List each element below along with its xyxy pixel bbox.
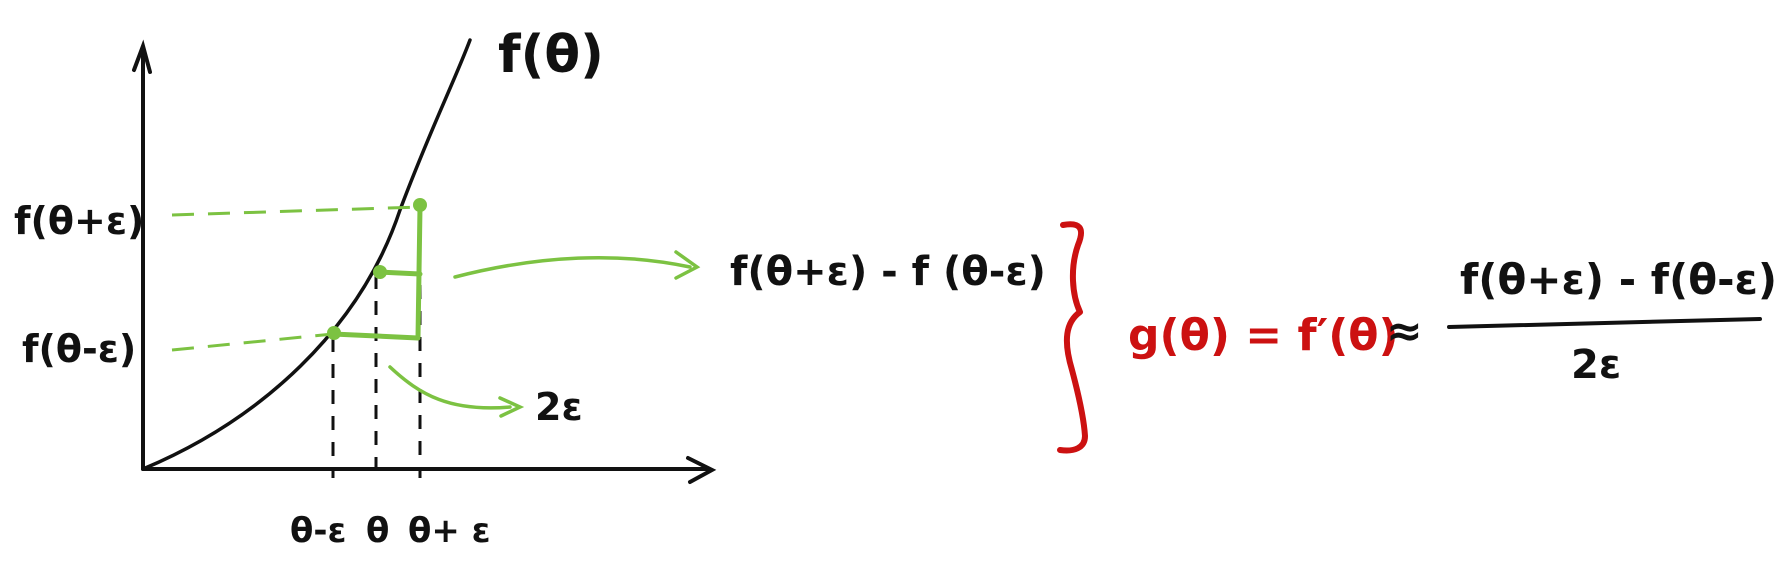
rise-label: f(θ+ε) - f (θ-ε) bbox=[730, 249, 1046, 295]
derivative-expression: g(θ) = f′(θ) bbox=[1128, 310, 1399, 361]
pointer-arrows bbox=[388, 250, 701, 418]
y-label-lower: f(θ-ε) bbox=[22, 327, 136, 371]
rise-pointer-arrow bbox=[453, 255, 692, 279]
point-theta-minus-eps bbox=[327, 326, 341, 340]
x-label-right: θ+ ε bbox=[408, 511, 491, 551]
x-label-center: θ bbox=[366, 511, 389, 551]
function-curve bbox=[141, 38, 472, 471]
approx-symbol: ≈ bbox=[1386, 306, 1423, 357]
run-segment bbox=[330, 331, 421, 341]
run-pointer-arrowhead bbox=[498, 396, 525, 418]
curve-points bbox=[327, 198, 427, 340]
y-axis-arrowhead bbox=[132, 39, 152, 74]
x-axis-arrowhead bbox=[686, 456, 717, 484]
vertical-guides bbox=[331, 207, 422, 478]
y-label-upper: f(θ+ε) bbox=[14, 199, 144, 243]
horizontal-guides bbox=[171, 205, 421, 352]
run-pointer-arrow bbox=[388, 365, 512, 410]
guide-f-theta-minus-eps bbox=[171, 332, 334, 352]
curly-brace bbox=[1057, 221, 1088, 454]
fraction-numerator: f(θ+ε) - f(θ-ε) bbox=[1460, 255, 1777, 304]
guide-f-theta-plus-eps bbox=[171, 205, 421, 217]
point-theta bbox=[373, 265, 387, 279]
fraction-denominator: 2ε bbox=[1571, 342, 1621, 388]
run-label: 2ε bbox=[535, 385, 583, 429]
axes bbox=[132, 39, 717, 484]
x-label-left: θ-ε bbox=[290, 511, 346, 551]
curve-label: f(θ) bbox=[498, 25, 604, 85]
point-theta-plus-eps bbox=[413, 198, 427, 212]
rise-pointer-arrowhead bbox=[674, 250, 701, 280]
fraction-bar bbox=[1447, 317, 1762, 329]
